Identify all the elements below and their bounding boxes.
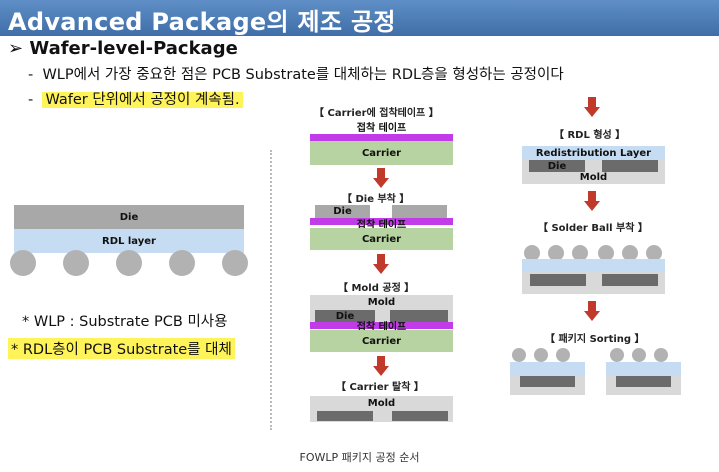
step-7-die (616, 376, 671, 387)
step-6-die (530, 274, 586, 286)
solder-ball (534, 348, 548, 362)
step-3-tape (310, 322, 453, 329)
step-1-caption: 【 Carrier에 접착테이프 】 (314, 108, 439, 119)
solder-ball (610, 348, 624, 362)
bullet-1-text: WLP에서 가장 중요한 점은 PCB Substrate를 대체하는 RDL층… (42, 67, 564, 83)
step-7-rdl (510, 362, 585, 375)
step-4-caption: 【 Carrier 탈착 】 (336, 382, 424, 393)
heading-text: Wafer-level-Package (29, 38, 238, 59)
solder-ball (654, 348, 668, 362)
solder-ball (632, 348, 646, 362)
chevron-right-icon: ➢ (8, 38, 30, 59)
solder-ball (548, 245, 564, 261)
step-2-tape-label: 접착 테이프 (356, 219, 407, 231)
wlp-die: Die (14, 205, 244, 229)
step-5-caption: 【 RDL 형성 】 (554, 130, 626, 141)
step-4-die (392, 411, 448, 421)
step-5-die (602, 160, 658, 172)
solder-ball (556, 348, 570, 362)
step-7-caption: 【 패키지 Sorting 】 (545, 334, 645, 345)
step-3-carrier: Carrier (310, 330, 453, 352)
step-3-die (390, 310, 448, 322)
wlp-solder-ball (169, 250, 195, 276)
down-arrow-icon (373, 356, 389, 376)
solder-ball (512, 348, 526, 362)
down-arrow-icon (373, 168, 389, 188)
step-2-tape (310, 218, 453, 225)
step-5-die: Die (529, 160, 585, 172)
step-2-caption: 【 Die 부착 】 (342, 194, 410, 205)
note-2: * RDL층이 PCB Substrate를 대체 (8, 338, 235, 359)
step-3-die: Die (315, 310, 375, 322)
solder-ball (572, 245, 588, 261)
down-arrow-icon (373, 254, 389, 274)
step-5-rdl: Redistribution Layer (522, 146, 665, 160)
solder-ball (598, 245, 614, 261)
solder-ball (622, 245, 638, 261)
note-1: * WLP : Substrate PCB 미사용 (22, 314, 228, 330)
step-4-die (317, 411, 373, 421)
step-1-tape-label: 접착 테이프 (356, 122, 407, 134)
bullet-1: - WLP에서 가장 중요한 점은 PCB Substrate를 대체하는 RD… (28, 67, 564, 83)
section-heading: ➢ Wafer-level-Package (8, 38, 238, 59)
step-6-rdl (522, 259, 665, 272)
step-2-die (392, 205, 447, 218)
solder-ball (646, 245, 662, 261)
wlp-solder-ball (222, 250, 248, 276)
step-6-die (602, 274, 658, 286)
step-6-caption: 【 Solder Ball 부착 】 (538, 223, 648, 234)
wlp-solder-ball (116, 250, 142, 276)
step-3-tape-label: 접착 테이프 (356, 321, 407, 333)
step-3-caption: 【 Mold 공정 】 (338, 283, 415, 294)
down-arrow-icon (584, 301, 600, 321)
wlp-solder-ball (10, 250, 36, 276)
wlp-solder-ball (63, 250, 89, 276)
title-bar (0, 0, 719, 36)
step-2-carrier: Carrier (310, 228, 453, 250)
slide-title: Advanced Package의 제조 공정 (8, 8, 396, 36)
bullet-2-text: Wafer 단위에서 공정이 계속됨. (42, 92, 243, 108)
step-7-die (520, 376, 575, 387)
step-1-carrier: Carrier (310, 141, 453, 165)
divider (270, 150, 272, 430)
down-arrow-icon (584, 191, 600, 211)
step-1-tape (310, 134, 453, 141)
step-2-die: Die (315, 205, 370, 218)
bullet-2: - Wafer 단위에서 공정이 계속됨. (28, 88, 243, 109)
wlp-rdl-layer: RDL layer (14, 229, 244, 253)
step-7-rdl (606, 362, 681, 375)
figure-caption: FOWLP 패키지 공정 순서 (299, 451, 420, 464)
solder-ball (524, 245, 540, 261)
down-arrow-icon (584, 97, 600, 117)
